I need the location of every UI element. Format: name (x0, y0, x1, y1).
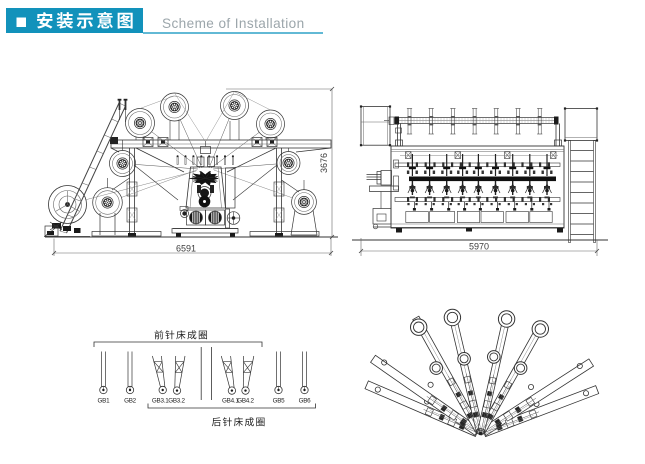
svg-text:5970: 5970 (469, 242, 489, 252)
svg-text:GB1: GB1 (97, 398, 110, 405)
svg-text:3676: 3676 (319, 153, 329, 173)
svg-text:GB5: GB5 (273, 398, 286, 405)
svg-text:GB4.2: GB4.2 (237, 398, 254, 405)
svg-text:GB3.2: GB3.2 (168, 398, 185, 405)
svg-text:GB3.1: GB3.1 (152, 398, 169, 405)
svg-text:6591: 6591 (176, 244, 196, 254)
svg-text:Scheme of Installation: Scheme of Installation (162, 16, 305, 31)
svg-text:GB4.1: GB4.1 (222, 398, 239, 405)
svg-text:GB6: GB6 (299, 398, 312, 405)
svg-text:GB2: GB2 (124, 398, 137, 405)
